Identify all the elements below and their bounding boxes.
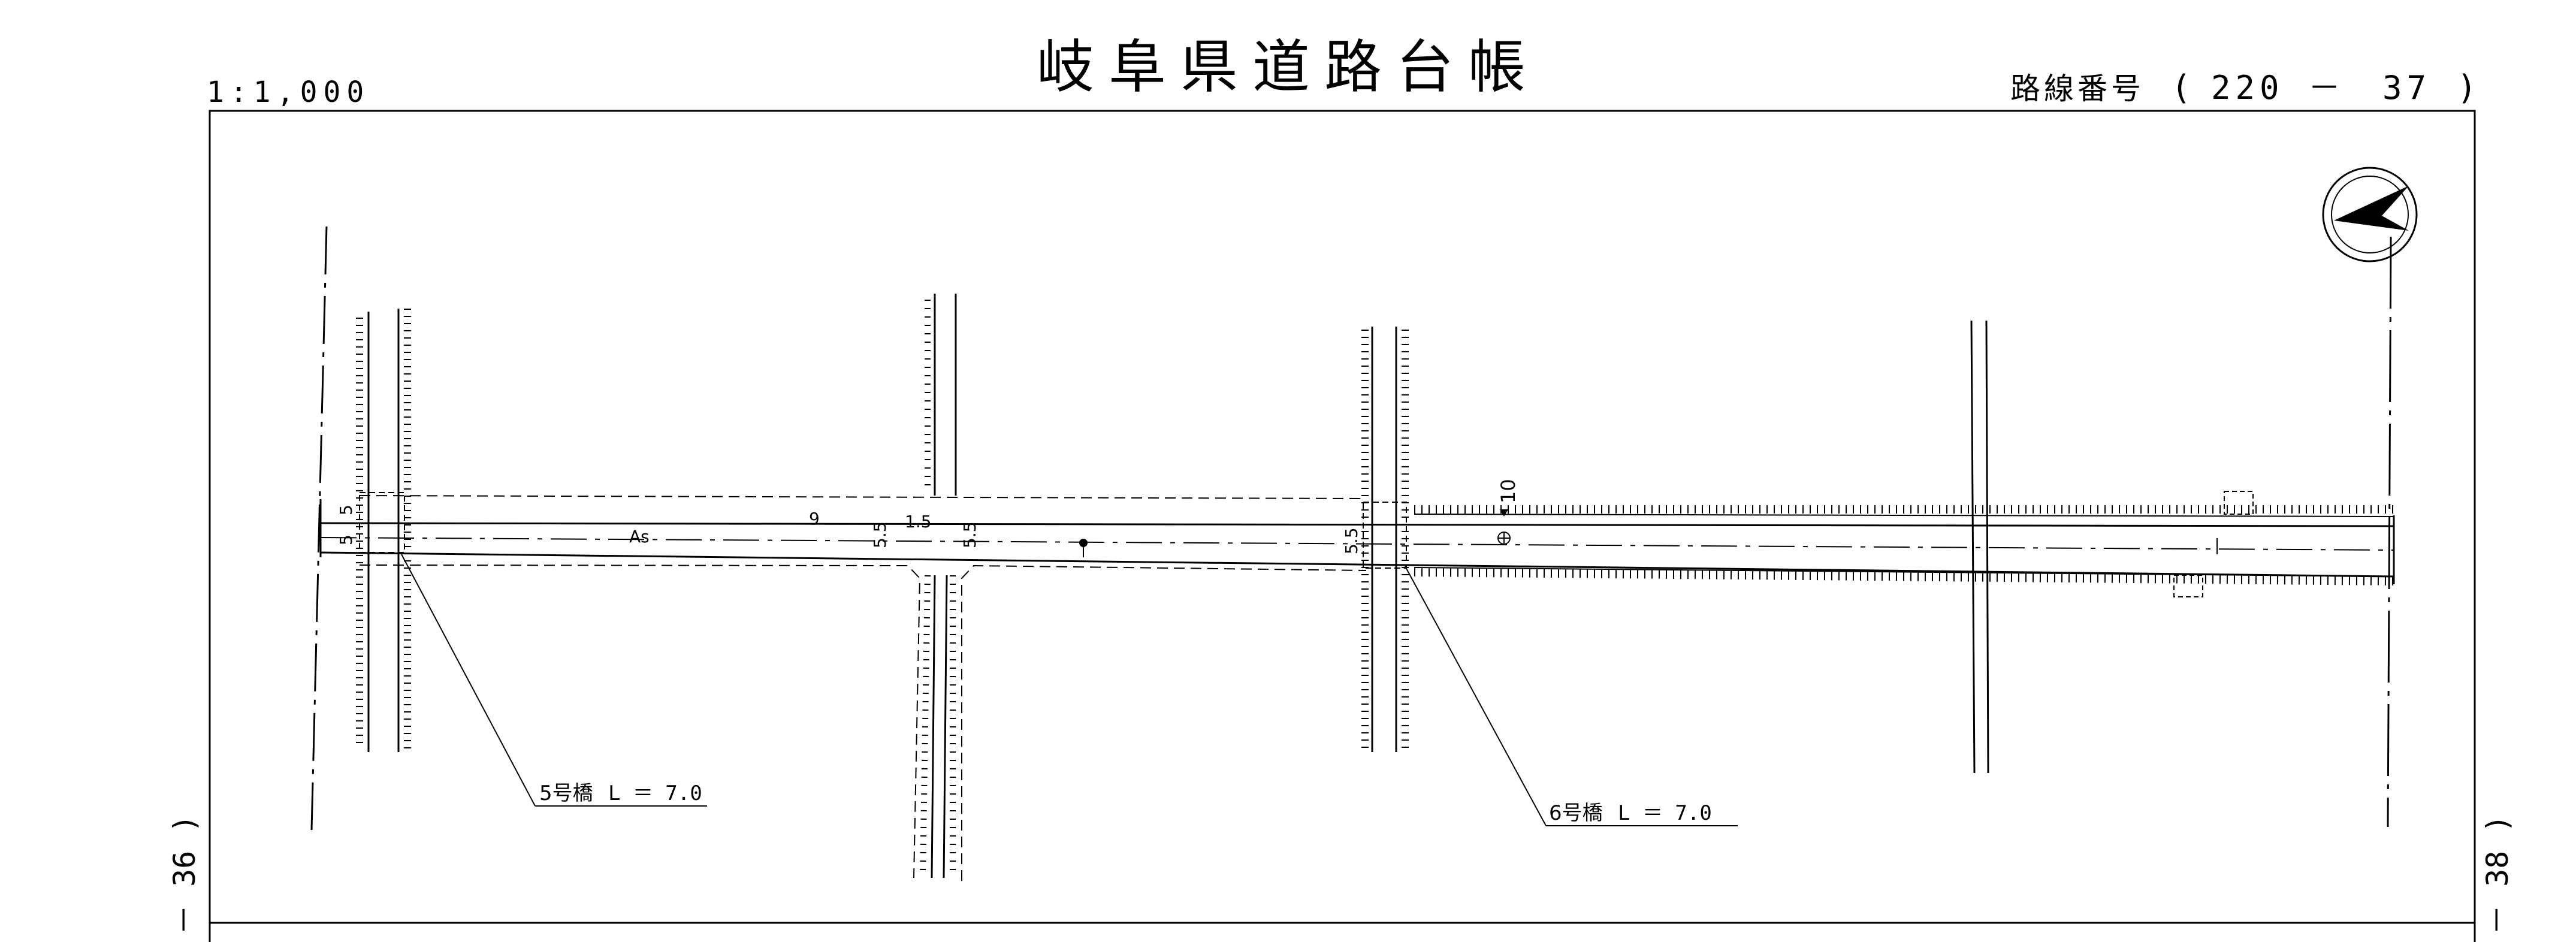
dim-1-5: 1.5 xyxy=(905,512,932,532)
surface-label: As xyxy=(629,527,650,547)
bridge-5-name: 5号橋 xyxy=(539,781,593,805)
dim-5-5-a: 5.5 xyxy=(870,521,890,548)
route-number-value: 220 － 37 xyxy=(2211,69,2431,107)
dim-5-5-c: 5.5 xyxy=(1342,527,1361,554)
right-cross-road xyxy=(1970,236,2392,828)
center-cross-road xyxy=(1361,327,1409,752)
bridge-6-callout: 6号橋 L ＝ 7.0 xyxy=(1405,566,1738,826)
bridge-5-length: L ＝ 7.0 xyxy=(608,781,702,805)
bridge-6-length: L ＝ 7.0 xyxy=(1618,801,1712,825)
dim-5-5-b: 5.5 xyxy=(960,521,980,548)
left-cross-road xyxy=(310,226,411,831)
dim-10: 10 xyxy=(1497,479,1520,503)
left-adjacent-sheet: － 36 ) xyxy=(167,814,202,935)
main-road xyxy=(319,495,2395,881)
dim-width-left-top: 5 xyxy=(336,505,356,515)
north-arrow-icon xyxy=(2322,167,2418,262)
right-adjacent-sheet: － 38 ) xyxy=(2480,814,2515,935)
route-number-close: ) xyxy=(2460,68,2473,107)
route-number-open: ( xyxy=(2175,68,2188,107)
scale-label: 1:1,000 xyxy=(207,76,370,109)
drawing-frame xyxy=(209,110,2476,942)
bridge-6-name: 6号橋 xyxy=(1549,801,1603,825)
dim-9: 9 xyxy=(809,509,820,529)
markers xyxy=(1079,509,2218,557)
sheet-title: 岐阜県道路台帳 xyxy=(1037,34,1540,101)
bridge-5-callout: 5号橋 L ＝ 7.0 xyxy=(401,554,707,807)
middle-branch-road xyxy=(920,294,957,878)
dim-width-left-bottom: 5 xyxy=(336,535,356,545)
route-number-label: 路線番号 xyxy=(2010,71,2145,106)
